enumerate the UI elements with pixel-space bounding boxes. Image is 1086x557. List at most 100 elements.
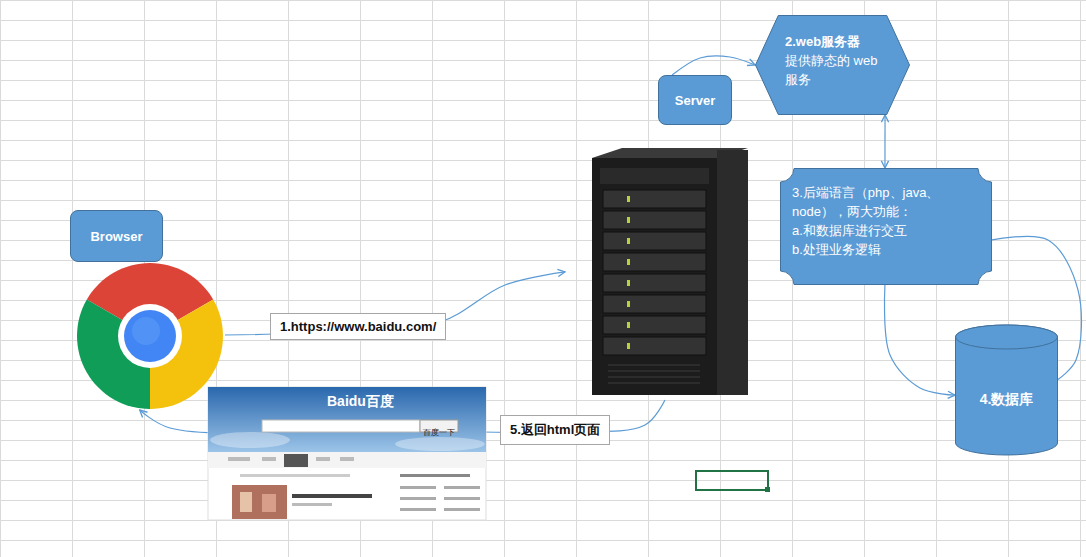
illustration-part — [400, 508, 436, 511]
illustration-part — [608, 377, 700, 378]
grid-line — [0, 460, 1086, 461]
illustration-part — [603, 295, 706, 313]
grid-line — [0, 0, 1086, 1]
illustration-part — [627, 196, 630, 202]
node-content: 4.数据库 — [959, 389, 1054, 409]
node-text: 提供静态的 web服务 — [785, 52, 890, 90]
illustration-part — [603, 274, 706, 292]
button-text: 百度一下 — [423, 428, 455, 437]
illustration-part — [444, 486, 480, 489]
label-box: Browser — [70, 210, 163, 262]
illustration-part — [208, 387, 486, 452]
node-text: a.和数据库进行交互 — [792, 222, 980, 241]
grid-line — [0, 100, 1086, 101]
browser-node: Browser — [70, 210, 225, 410]
illustration-part — [292, 503, 332, 506]
illustration-part — [400, 474, 470, 477]
illustration-part — [262, 457, 276, 461]
illustration-part — [228, 457, 250, 461]
illustration-part — [240, 474, 350, 477]
illustration-part — [210, 432, 290, 448]
illustration-part — [608, 371, 700, 372]
grid-line — [576, 0, 577, 557]
illustration-part — [603, 190, 706, 355]
chrome-logo — [77, 263, 223, 409]
grid-line — [0, 80, 1086, 81]
node-label: Browser — [90, 229, 142, 244]
grid-line — [0, 520, 1086, 521]
label-holder: Baidu百度 — [327, 392, 394, 410]
illustration-part — [608, 365, 700, 366]
illustration-part — [603, 190, 706, 208]
label-holder: 百度一下 — [423, 421, 455, 439]
selected-cell — [696, 471, 768, 490]
node-content: 2.web服务器提供静态的 web服务 — [785, 33, 890, 90]
illustration-part — [608, 365, 700, 383]
grid-line — [0, 160, 1086, 161]
server-rack — [592, 148, 748, 395]
grid-line — [0, 500, 1086, 501]
illustration-part — [124, 310, 176, 362]
illustration-part — [627, 343, 630, 349]
illustration-part — [627, 196, 630, 349]
illustration-part — [340, 457, 354, 461]
connector — [884, 115, 885, 168]
illustration-part — [262, 494, 276, 512]
grid-line — [0, 120, 1086, 121]
server-node: Server — [565, 75, 775, 400]
illustration-part — [132, 317, 160, 345]
illustration-part — [284, 454, 308, 467]
node-title: 2.web服务器 — [785, 33, 890, 52]
illustration-part — [627, 322, 630, 328]
grid-line — [0, 60, 1086, 61]
illustration-part — [262, 420, 420, 432]
node-shape — [955, 325, 1058, 455]
illustration-part — [627, 238, 630, 244]
node-outline — [756, 16, 910, 115]
illustration-part — [603, 211, 706, 229]
illustration-part — [717, 150, 748, 395]
illustration-part — [118, 304, 182, 368]
grid-line — [0, 20, 1086, 21]
illustration-part — [603, 316, 706, 334]
illustration-part — [603, 337, 706, 355]
illustration-part — [603, 232, 706, 250]
illustration-part — [395, 437, 485, 451]
illustration-part — [400, 497, 436, 500]
grid-line — [1080, 0, 1081, 557]
illustration-part — [444, 497, 480, 500]
fill-handle — [765, 487, 770, 492]
node-text: b.处理业务逻辑 — [792, 241, 980, 260]
connector — [672, 56, 755, 75]
cylinder-top — [956, 325, 1058, 349]
illustration-part — [627, 259, 630, 265]
illustration-part — [232, 485, 287, 519]
grid-line — [0, 0, 1, 557]
illustration-part — [240, 492, 252, 512]
grid-line — [1008, 0, 1009, 557]
node-outline — [956, 325, 1058, 455]
backend-box: 3.后端语言（php、java、 node），两大功能：a.和数据库进行交互b.… — [780, 168, 992, 285]
illustration-part — [608, 383, 700, 384]
edge-label-box: 5.返回html页面 — [500, 415, 610, 445]
illustration-part — [444, 508, 480, 511]
node-content: 3.后端语言（php、java、 node），两大功能：a.和数据库进行交互b.… — [792, 184, 980, 259]
logo-text: Baidu百度 — [327, 393, 394, 409]
illustration-part — [292, 494, 372, 498]
illustration-part — [600, 168, 709, 184]
database-cylinder: 4.数据库 — [955, 325, 1058, 455]
node-label: Server — [675, 93, 715, 108]
grid-line — [72, 0, 73, 557]
illustration-part — [627, 301, 630, 307]
label-box: Server — [658, 75, 732, 125]
webpage-screenshot — [208, 387, 486, 520]
grid-line — [0, 480, 1086, 481]
edge-label: 5.返回html页面 — [510, 422, 600, 437]
node-title: 4.数据库 — [959, 389, 1054, 409]
illustration-part — [316, 457, 330, 461]
web-server-hexagon: 2.web服务器提供静态的 web服务 — [755, 15, 910, 115]
grid-line — [504, 0, 505, 557]
node-outline — [781, 169, 992, 285]
grid-line — [0, 540, 1086, 541]
edge-label-box: 1.https://www.baidu.com/ — [270, 313, 446, 340]
